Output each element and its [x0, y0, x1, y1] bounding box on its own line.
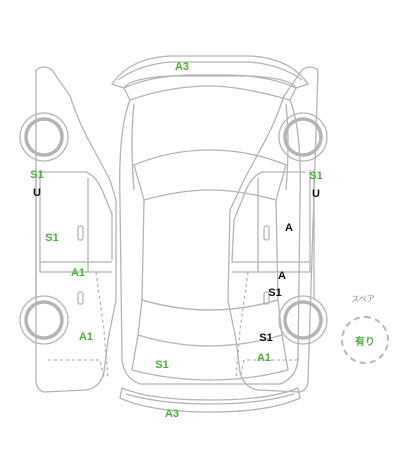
mark-left-rear-door-a1: A1: [70, 267, 86, 279]
mark-left-front-wheel-u: U: [33, 187, 41, 199]
mark-top-trunk-s1: S1: [155, 359, 169, 371]
mark-right-front-wheel-u: U: [312, 188, 320, 200]
right-side-outline: [227, 66, 328, 393]
mark-right-rear-quarter-a1: A1: [256, 352, 272, 364]
mark-left-front-door-s1: S1: [45, 232, 59, 244]
spare-value: 有り: [355, 336, 375, 348]
mark-right-front-door-a: A: [285, 222, 293, 234]
mark-right-rear-door-s1: S1: [268, 287, 282, 299]
top-view-outline: [111, 55, 309, 413]
mark-right-rear-quarter-s1: S1: [259, 332, 273, 344]
mark-right-front-wheel-s1: S1: [309, 170, 323, 182]
left-side-outline: [19, 66, 117, 393]
spare-tire-badge: 有り: [341, 316, 389, 364]
mark-right-rear-door-a: A: [278, 270, 286, 282]
mark-left-front-wheel-s1: S1: [30, 169, 44, 181]
spare-caption: スペア: [351, 294, 375, 304]
mark-left-rear-quarter-a1: A1: [78, 331, 94, 343]
mark-roof-front-a3: A3: [174, 61, 190, 73]
mark-rear-bumper-a3: A3: [164, 408, 180, 420]
